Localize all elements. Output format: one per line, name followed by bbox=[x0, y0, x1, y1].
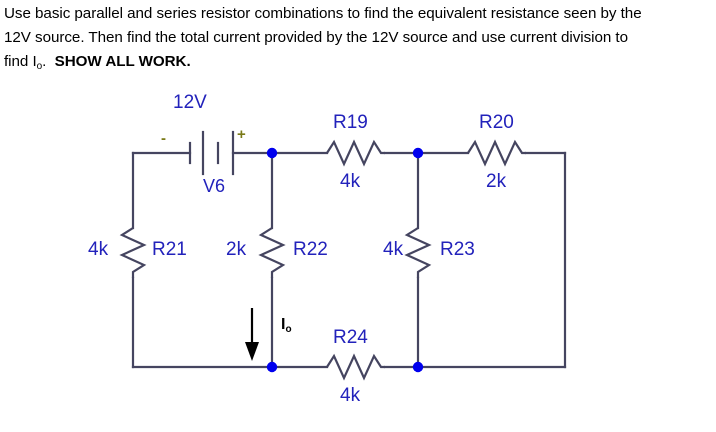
node-dot-top-b bbox=[412, 147, 424, 159]
resistor-r20-zigzag bbox=[467, 139, 526, 167]
resistor-r19-value: 4k bbox=[340, 171, 361, 192]
node-dot-top-a bbox=[266, 147, 278, 159]
resistor-r22-value: 2k bbox=[226, 239, 247, 260]
resistor-r24-ref: R24 bbox=[333, 327, 368, 348]
resistor-r19-zigzag bbox=[326, 139, 385, 167]
problem-line-1: Use basic parallel and series resistor c… bbox=[4, 5, 642, 22]
circuit-schematic: 12V V6 - + R19 4k R20 2k 4k R21 2k R22 4… bbox=[0, 80, 716, 432]
resistor-r22-zigzag bbox=[258, 227, 286, 278]
resistor-r20-ref: R20 bbox=[479, 112, 514, 133]
problem-show-all-work: SHOW ALL WORK. bbox=[54, 53, 191, 70]
current-arrow-io bbox=[245, 308, 259, 361]
resistor-r21-ref: R21 bbox=[152, 239, 187, 260]
node-dot-bottom-d bbox=[412, 361, 424, 373]
resistor-r23-value: 4k bbox=[383, 239, 404, 260]
battery-minus-sign: - bbox=[161, 130, 166, 147]
source-voltage-label: 12V bbox=[173, 92, 207, 113]
resistor-r23-ref: R23 bbox=[440, 239, 475, 260]
battery-plus-sign: + bbox=[237, 126, 246, 143]
current-io-symbol: I bbox=[281, 316, 286, 333]
problem-line-3-text: find I bbox=[4, 53, 37, 70]
resistor-r21-zigzag bbox=[119, 227, 147, 278]
problem-line-2: 12V source. Then find the total current … bbox=[4, 29, 628, 46]
problem-line-3: find Io. SHOW ALL WORK. bbox=[4, 50, 712, 76]
current-io-label: Io bbox=[281, 316, 292, 335]
junction-nodes bbox=[266, 147, 424, 373]
resistor-r22-ref: R22 bbox=[293, 239, 328, 260]
resistor-r19-ref: R19 bbox=[333, 112, 368, 133]
resistor-r21-value: 4k bbox=[88, 239, 109, 260]
resistor-r20-value: 2k bbox=[486, 171, 507, 192]
resistor-r24-value: 4k bbox=[340, 385, 361, 406]
resistor-r24-zigzag bbox=[326, 353, 385, 381]
current-io-subscript: o bbox=[285, 324, 292, 335]
node-dot-bottom-c bbox=[266, 361, 278, 373]
problem-statement: Use basic parallel and series resistor c… bbox=[4, 2, 712, 76]
resistor-r23-zigzag bbox=[404, 227, 432, 278]
problem-line-3-period: . bbox=[42, 53, 47, 70]
circuit-svg bbox=[119, 130, 567, 381]
source-ref-label: V6 bbox=[203, 176, 226, 196]
problem-io-subscript: o bbox=[36, 61, 43, 72]
